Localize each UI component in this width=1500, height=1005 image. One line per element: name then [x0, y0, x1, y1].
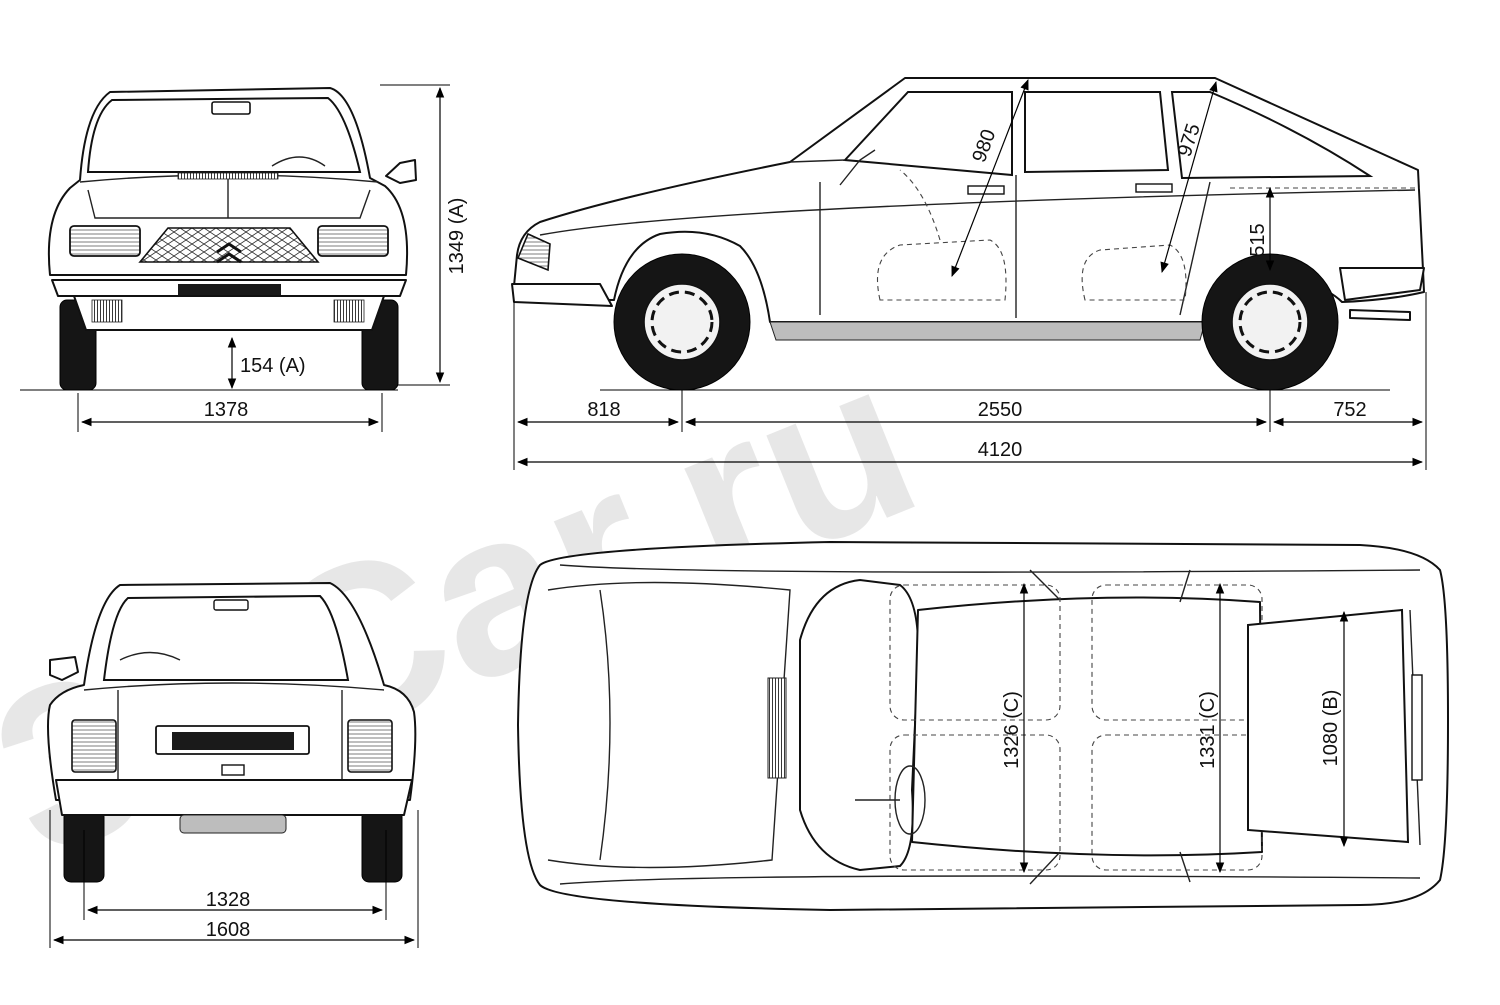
dim-front-shoulder-width: 1326 (C)	[1001, 691, 1023, 769]
side-view: 980 975 515 818 2550 752 4120	[511, 77, 1427, 470]
dim-tailgate-opening: 1080 (B)	[1320, 690, 1342, 767]
dim-wheelbase: 2550	[978, 399, 1023, 421]
dim-overall-length: 4120	[978, 439, 1023, 461]
dim-front-track: 1378	[204, 399, 249, 421]
dim-front-height: 1349 (A)	[446, 198, 468, 275]
dim-boot-sill: 515	[1247, 223, 1269, 256]
dim-overall-width: 1608	[206, 919, 251, 941]
dim-front-overhang: 818	[587, 399, 620, 421]
front-view: 1349 (A) 154 (A) 1378	[20, 84, 468, 432]
rear-view: 1328 1608	[47, 582, 419, 948]
dim-ground-clearance: 154 (A)	[240, 355, 306, 377]
dim-rear-shoulder-width: 1331 (C)	[1197, 691, 1219, 769]
dim-rear-track: 1328	[206, 889, 251, 911]
dim-rear-overhang: 752	[1333, 399, 1366, 421]
top-view: 1326 (C) 1331 (C) 1080 (B)	[517, 541, 1449, 911]
